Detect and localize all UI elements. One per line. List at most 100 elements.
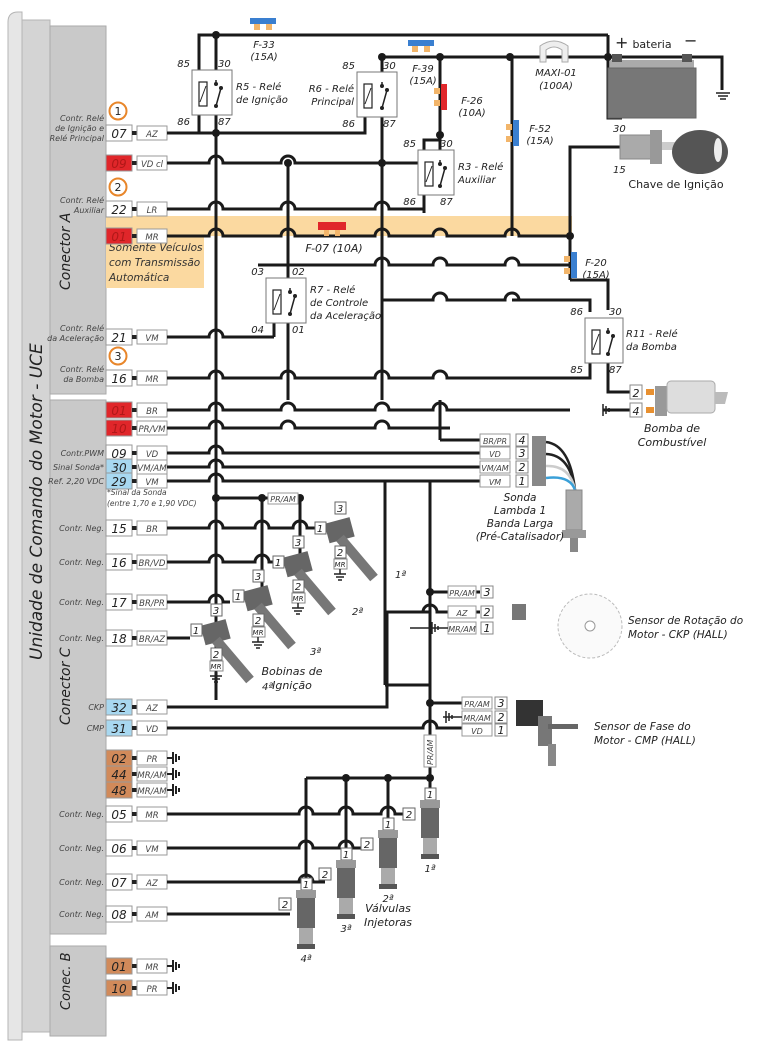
wire xyxy=(167,200,424,211)
ckp-wire-box xyxy=(447,605,477,619)
ignition-key xyxy=(672,130,728,174)
coil-head xyxy=(200,619,231,646)
coil-pin-box xyxy=(190,623,203,637)
ground-icon xyxy=(167,768,180,780)
relay-name: R11 - Relé xyxy=(626,328,678,340)
pin-function-label: CMP xyxy=(87,724,104,733)
pin-number: 15 xyxy=(111,522,126,536)
junction-dot xyxy=(566,232,574,240)
wires xyxy=(167,31,724,916)
pin-connector xyxy=(132,131,137,135)
relay-name: da Aceleração xyxy=(310,311,381,322)
relay-name: R3 - Relé xyxy=(458,161,503,173)
cmp-wire: PR/AM xyxy=(464,700,490,709)
maxi-fuse-body xyxy=(539,40,569,63)
relay-pin: 86 xyxy=(177,117,190,128)
relay-pin: 04 xyxy=(251,325,264,336)
fuse-f07: F-07 (10A) xyxy=(305,222,363,255)
fuse-id: F-39 xyxy=(412,64,434,75)
relay-pin: 85 xyxy=(177,59,190,70)
pin-connector xyxy=(132,964,137,968)
pin-number: 17 xyxy=(111,596,127,610)
lambda-pin-box xyxy=(515,446,529,460)
pin-connector xyxy=(132,636,137,640)
cmp-pin-box xyxy=(494,723,508,737)
lambda-wire-box xyxy=(479,474,511,488)
pin-function-label: Contr. Relé xyxy=(60,323,104,333)
ignition-coils: 312MR1ª312MR2ª312MR3ª312MR4ªPR/AMBobinas… xyxy=(190,492,406,693)
connector-c-block xyxy=(49,399,107,935)
wire xyxy=(167,369,512,380)
fuse-terminal xyxy=(424,46,430,52)
relay-pin: 01 xyxy=(292,325,305,336)
relay-box xyxy=(417,149,455,196)
coil-pin-box xyxy=(210,647,223,661)
coil-boot xyxy=(254,602,296,650)
injector-pin: 2 xyxy=(322,870,328,881)
junction-dot xyxy=(378,159,386,167)
injector-number: 3ª xyxy=(340,924,351,935)
coil-head xyxy=(324,517,355,544)
wire xyxy=(167,839,365,850)
coil-ground-wire: MR xyxy=(211,663,222,671)
wire xyxy=(167,444,480,455)
cmp-label: Sensor de Fase do xyxy=(594,721,691,733)
fuse-id: F-52 xyxy=(529,124,551,135)
coil-boot xyxy=(336,534,378,582)
cmp-wire: MR/AM xyxy=(463,714,491,723)
pin-function-label: Contr. Neg. xyxy=(59,598,104,607)
coil-pin: 3 xyxy=(337,504,343,515)
lambda-pin: 1 xyxy=(519,475,526,488)
fuse-terminal xyxy=(266,24,272,30)
pin-connector xyxy=(132,846,137,850)
fuse-f33: F-33(15A) xyxy=(250,18,278,63)
injector-pin-box xyxy=(402,807,416,821)
pin-connector xyxy=(132,526,137,530)
cmp-label: Motor - CMP (HALL) xyxy=(594,735,696,747)
wire-color-label: BR xyxy=(146,525,158,535)
wire-color-label: MR xyxy=(145,375,158,385)
pin-connector xyxy=(132,479,137,483)
cmp-body xyxy=(538,716,552,746)
injectors-label: Válvulas xyxy=(365,902,411,915)
relay-pin: 87 xyxy=(440,197,453,208)
relay-box xyxy=(584,317,624,364)
connector-a-label: Conector A xyxy=(58,213,74,290)
pin-number: 31 xyxy=(111,722,126,736)
coil-pin-box xyxy=(292,579,305,593)
fuse-body xyxy=(513,120,519,146)
pin-connector xyxy=(132,408,137,412)
cmp-pin-box xyxy=(494,696,508,710)
relay-pin: 87 xyxy=(609,365,622,376)
relay-pin: 86 xyxy=(342,119,355,130)
coil-boot xyxy=(212,636,254,684)
lambda-wire: VD xyxy=(489,450,501,459)
coils-label: Bobinas de xyxy=(261,665,322,678)
pin-connector xyxy=(132,986,137,990)
relay-pin: 85 xyxy=(570,365,583,376)
pin-function-label: da Bomba xyxy=(63,375,104,384)
coil-pin-box xyxy=(210,603,223,617)
injector-pin: 1 xyxy=(385,820,391,831)
wire xyxy=(167,719,470,730)
wire-color-label: MR/AM xyxy=(137,787,167,797)
injector-pin-box xyxy=(360,837,374,851)
coil-ground-wire: MR xyxy=(335,561,346,569)
wire-color-label: VD xyxy=(146,450,159,460)
coil-pin: 1 xyxy=(235,592,241,603)
ground-icon xyxy=(602,404,610,416)
coil-pin: 2 xyxy=(213,650,219,661)
injector-number: 1ª xyxy=(424,864,435,875)
cmp-pin: 3 xyxy=(498,697,505,710)
fuse-f26: F-26(10A) xyxy=(434,84,486,119)
pin-number: 44 xyxy=(111,768,126,782)
connector-a-block xyxy=(49,25,107,395)
